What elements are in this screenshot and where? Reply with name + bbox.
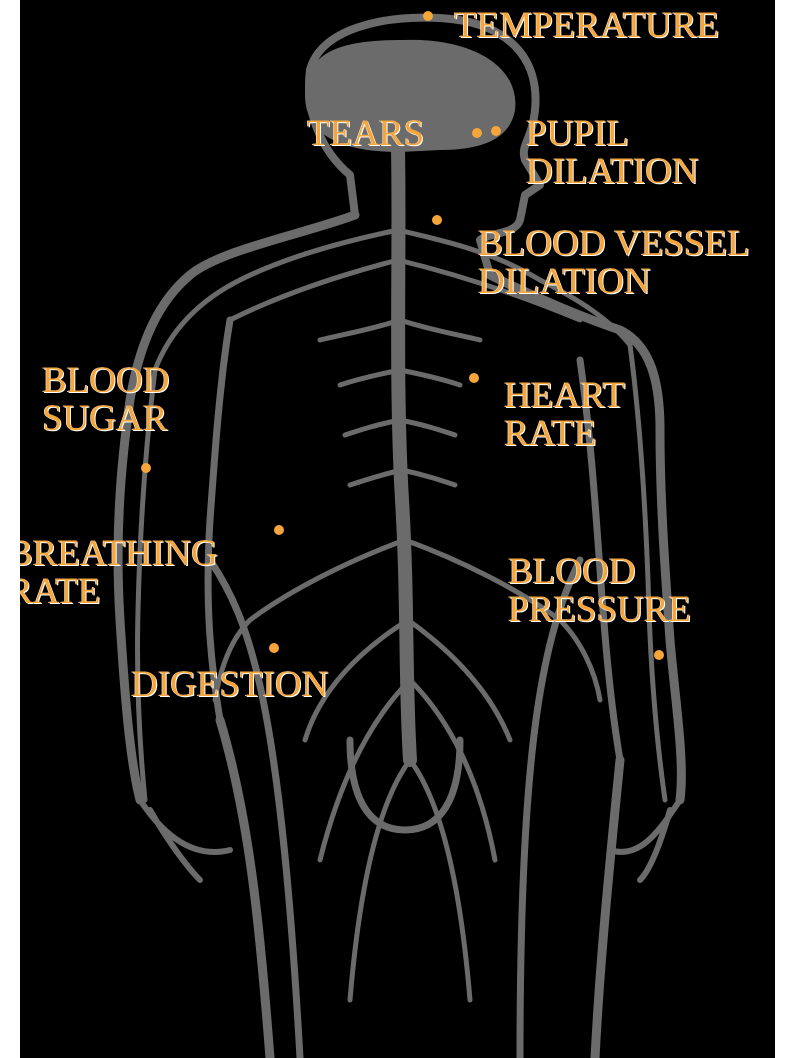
torso-right-outline: [490, 275, 681, 800]
label-blood-sugar-line-1: BLOOD: [42, 362, 169, 400]
left-leg: [220, 720, 270, 1058]
marker-temperature: [423, 11, 433, 21]
marker-blood-sugar: [141, 463, 151, 473]
marker-digestion: [269, 643, 279, 653]
label-heart-rate-line-1: HEART: [504, 377, 625, 415]
label-blood-vessel-dilation-line-2: DILATION: [478, 263, 750, 301]
label-pupil-dilation: PUPIL DILATION: [526, 115, 699, 191]
label-blood-pressure-line-1: BLOOD: [508, 553, 691, 591]
right-hand: [610, 800, 680, 880]
label-pupil-dilation-line-1: PUPIL: [526, 115, 699, 153]
marker-blood-vessel: [432, 215, 442, 225]
marker-blood-pressure: [654, 650, 664, 660]
label-breathing-rate-line-1: BREATHING: [20, 535, 218, 573]
label-breathing-rate-line-2: RATE: [20, 573, 218, 611]
left-hand: [140, 800, 230, 880]
label-blood-pressure: BLOOD PRESSURE: [508, 553, 691, 629]
label-blood-sugar-line-2: SUGAR: [42, 400, 169, 438]
label-blood-pressure-line-2: PRESSURE: [508, 591, 691, 629]
label-tears: TEARS: [307, 115, 424, 153]
label-heart-rate: HEART RATE: [504, 377, 625, 453]
right-leg: [595, 760, 620, 1058]
label-blood-sugar: BLOOD SUGAR: [42, 362, 169, 438]
label-pupil-dilation-line-2: DILATION: [526, 153, 699, 191]
label-blood-vessel-dilation: BLOOD VESSEL DILATION: [478, 225, 750, 301]
label-breathing-rate: BREATHING RATE: [20, 535, 218, 611]
torso-left-outline: [118, 215, 355, 800]
marker-heart-rate: [469, 373, 479, 383]
diagram-panel: TEMPERATURE TEARS PUPIL DILATION BLOOD V…: [20, 0, 775, 1058]
label-heart-rate-line-2: RATE: [504, 415, 625, 453]
marker-pupil: [491, 126, 501, 136]
label-digestion: DIGESTION: [131, 666, 328, 704]
marker-breathing-rate: [274, 525, 284, 535]
label-blood-vessel-dilation-line-1: BLOOD VESSEL: [478, 225, 750, 263]
marker-tears: [472, 128, 482, 138]
label-temperature: TEMPERATURE: [454, 7, 719, 45]
spinal-cord: [398, 150, 410, 760]
left-hip-line: [210, 560, 300, 1058]
